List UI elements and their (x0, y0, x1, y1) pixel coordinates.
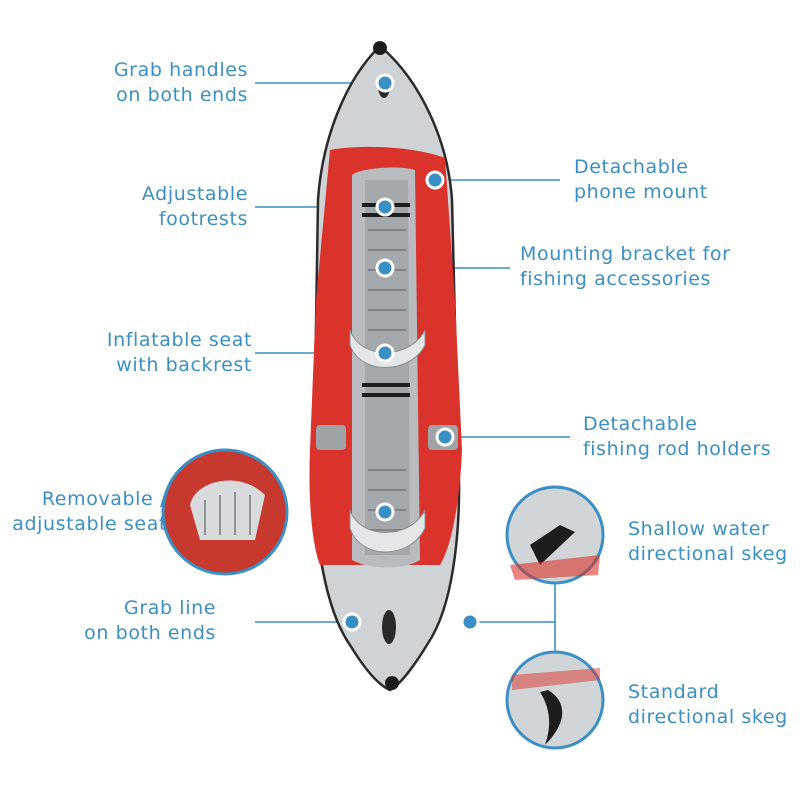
callout-removable-seat: Removable / adjustable seat (12, 488, 167, 535)
callout-grab-handles: Grab handles on both ends (113, 59, 248, 106)
callout-dots (342, 73, 480, 632)
callout-phone-mount: Detachable phone mount (574, 156, 708, 203)
detail-removable-seat (161, 448, 289, 576)
callout-footrests: Adjustable footrests (141, 183, 248, 230)
callout-mounting-bracket: Mounting bracket for fishing accessories (520, 243, 731, 290)
callout-shallow-skeg: Shallow water directional skeg (628, 518, 788, 565)
callout-standard-skeg: Standard directional skeg (628, 681, 788, 728)
detail-shallow-skeg (505, 485, 605, 585)
detail-standard-skeg (505, 650, 605, 750)
callout-seat-backrest: Inflatable seat with backrest (106, 329, 252, 376)
callout-rod-holders: Detachable fishing rod holders (583, 413, 772, 460)
callout-grab-line: Grab line on both ends (84, 597, 216, 644)
kayak-hull (309, 41, 462, 692)
